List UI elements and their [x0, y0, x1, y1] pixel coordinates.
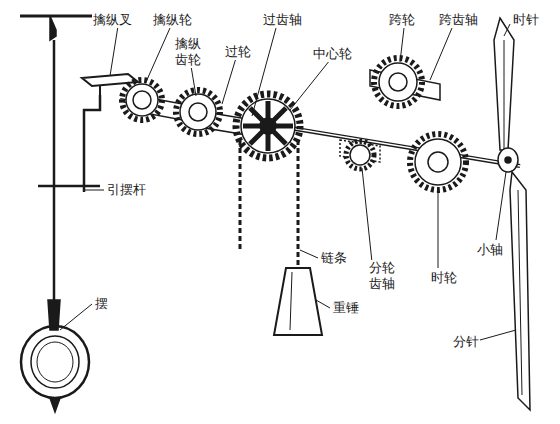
part-label: 分针 — [452, 334, 480, 350]
part-label: 中心轮 — [312, 46, 353, 62]
pendulum — [20, 16, 92, 412]
chain-and-weight — [240, 140, 322, 335]
gear-wheels — [122, 58, 466, 190]
part-label: 时轮 — [430, 270, 458, 286]
part-label: 引摆杆 — [106, 182, 147, 198]
part-label: 重锤 — [332, 300, 360, 316]
part-label: 链条 — [320, 250, 348, 266]
part-label: 擒纵轮 — [152, 12, 193, 28]
clock-hands — [494, 18, 530, 410]
part-label: 小轴 — [476, 242, 504, 258]
crutch-rod — [38, 95, 100, 192]
leader-lines — [60, 24, 516, 340]
part-label: 过齿轴 — [262, 12, 303, 28]
part-label: 时针 — [512, 12, 540, 28]
part-label: 摆 — [94, 296, 109, 312]
part-label: 擒纵 齿轮 — [172, 36, 204, 68]
part-label: 跨轮 — [388, 12, 416, 28]
arbor-shafts — [120, 70, 520, 166]
part-label: 擒纵叉 — [92, 12, 133, 28]
part-label: 过轮 — [224, 44, 252, 60]
part-label: 跨齿轴 — [438, 12, 479, 28]
part-label: 分轮 齿轴 — [366, 260, 398, 292]
